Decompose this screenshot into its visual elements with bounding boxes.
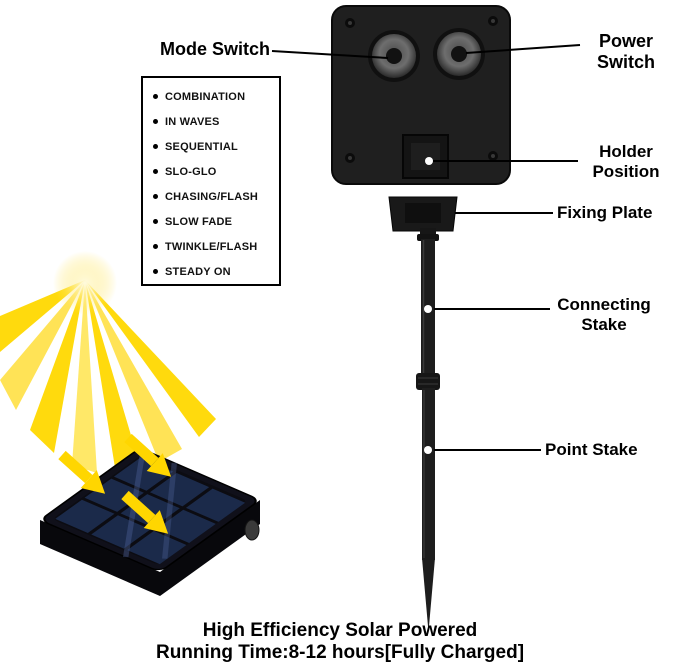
label-connecting-stake: Connecting Stake (557, 295, 651, 335)
mode-label: SLOW FADE (165, 215, 233, 228)
ground-stake (416, 228, 440, 632)
corner-screw-icons (345, 16, 498, 163)
footer-line-1: High Efficiency Solar Powered (202, 620, 478, 641)
solar-panel-back-device (331, 5, 511, 185)
mode-list-item: SLO-GLO (153, 159, 279, 184)
annotation-lines (271, 44, 581, 451)
mode-list-item: SLOW FADE (153, 209, 279, 234)
bullet-icon (153, 144, 158, 149)
mode-list-item: CHASING/FLASH (153, 184, 279, 209)
sun-rays-icon (0, 251, 216, 474)
bullet-icon (153, 169, 158, 174)
sunlight-arrow-icons (58, 433, 172, 534)
power-switch-knob[interactable] (433, 28, 485, 80)
bullet-icon (153, 219, 158, 224)
mode-label: SLO-GLO (165, 165, 217, 178)
label-fixing-plate: Fixing Plate (557, 203, 653, 222)
bullet-icon (153, 194, 158, 199)
mode-list-item: SEQUENTIAL (153, 134, 279, 159)
mode-list-item: TWINKLE/FLASH (153, 234, 279, 259)
bullet-icon (153, 119, 158, 124)
mode-list-item: IN WAVES (153, 109, 279, 134)
mode-list-item: COMBINATION (153, 84, 279, 109)
bullet-icon (153, 244, 158, 249)
marker-dots (424, 157, 433, 454)
fixing-plate-part (388, 196, 458, 232)
footer-caption: High Efficiency Solar Powered Running Ti… (40, 620, 640, 664)
bullet-icon (153, 269, 158, 274)
mode-label: IN WAVES (165, 115, 220, 128)
mode-label: STEADY ON (165, 265, 231, 278)
mode-list: COMBINATION IN WAVES SEQUENTIAL SLO-GLO … (141, 76, 281, 286)
label-holder-position: Holder Position (592, 142, 660, 182)
mode-label: SEQUENTIAL (165, 140, 238, 153)
label-mode-switch: Mode Switch (159, 39, 270, 59)
label-power-switch: Power Switch (596, 31, 655, 73)
bullet-icon (153, 94, 158, 99)
label-point-stake: Point Stake (545, 440, 638, 459)
mode-list-item: STEADY ON (153, 259, 279, 284)
mode-label: TWINKLE/FLASH (165, 240, 258, 253)
holder-slot (402, 134, 449, 179)
mode-label: COMBINATION (165, 90, 246, 103)
mode-label: CHASING/FLASH (165, 190, 259, 203)
footer-line-2: Running Time:8-12 hours[Fully Charged] (155, 642, 525, 663)
mode-switch-knob[interactable] (368, 30, 420, 82)
